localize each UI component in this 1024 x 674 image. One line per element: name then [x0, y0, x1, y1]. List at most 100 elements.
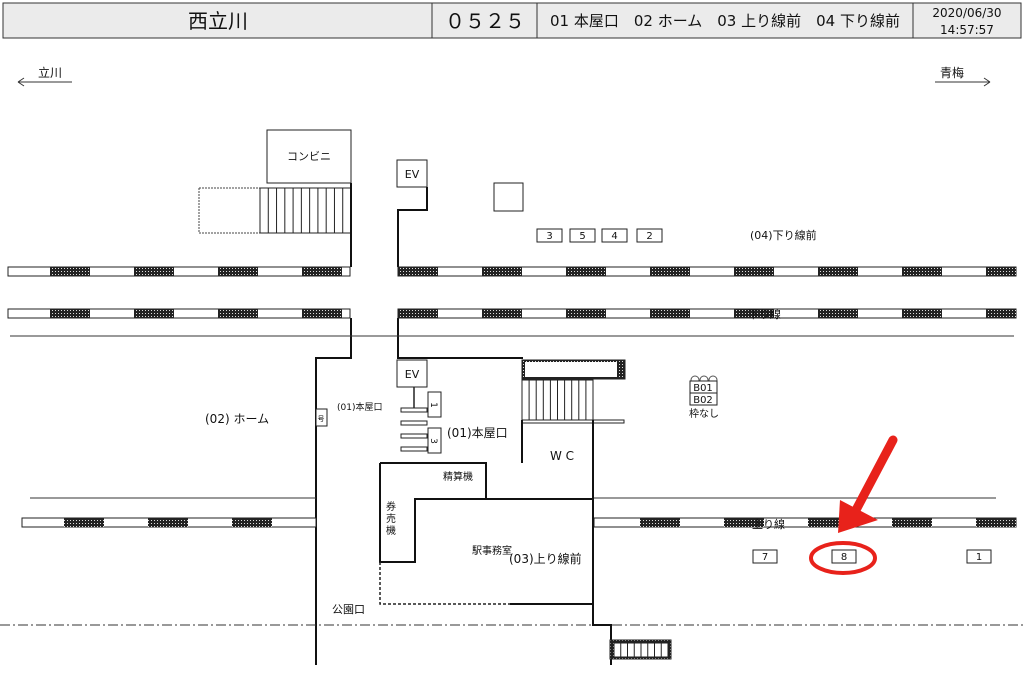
- tactile-paving: [986, 309, 1016, 318]
- main-entrance-small-label: (01)本屋口: [337, 401, 382, 413]
- tactile-paving: [976, 518, 1016, 527]
- ticket-machine-label: 売: [386, 512, 396, 525]
- highlight-circle: [809, 541, 877, 575]
- arrow-left-icon: [17, 77, 72, 87]
- tactile-paving: [818, 267, 858, 276]
- wc-label: W C: [550, 449, 574, 463]
- bike-marker-label: B01: [693, 383, 713, 394]
- gate-marker-label: 3: [428, 438, 438, 444]
- main-entrance-label: (01)本屋口: [447, 426, 508, 440]
- marker: [636, 228, 663, 243]
- markers-bottom: 7 8 1: [752, 549, 992, 564]
- tactile-paving: [566, 309, 606, 318]
- direction-left-label: 立川: [38, 65, 62, 80]
- marker-label: 3: [546, 231, 552, 242]
- stairs-middle: [521, 379, 594, 421]
- marker-label: 2: [646, 231, 652, 242]
- park-exit-label: 公園口: [332, 603, 365, 616]
- tactile-paving: [902, 267, 942, 276]
- tactile-paving: [650, 309, 690, 318]
- tactile-paving: [808, 518, 848, 527]
- bike-marker-label: B02: [693, 395, 713, 406]
- direction-left: 立川: [17, 65, 72, 87]
- tactile-paving: [818, 309, 858, 318]
- convenience-store-label: コンビニ: [287, 150, 331, 163]
- tactile-paving: [218, 309, 258, 318]
- tactile-paving: [232, 518, 272, 527]
- ev-top-label: EV: [405, 168, 420, 181]
- up-line-front-label: (03)上り線前: [509, 551, 582, 566]
- office-wall: [379, 462, 593, 563]
- tactile-paving: [148, 518, 188, 527]
- convenience-store: [266, 129, 352, 184]
- tracks: [7, 266, 1017, 528]
- tactile-paving: [986, 267, 1016, 276]
- ticket-machine-label: 機: [386, 524, 396, 537]
- square-marker: [493, 182, 524, 212]
- marker-label: 4: [611, 231, 617, 242]
- station-name: 西立川: [188, 9, 248, 33]
- marker-label: 5: [579, 231, 585, 242]
- marker: [752, 549, 778, 564]
- marker-label: 7: [762, 552, 768, 563]
- down-line-front-label: (04)下り線前: [750, 228, 817, 242]
- markers-top: 3 5 4 2: [536, 228, 663, 243]
- tactile-paving: [50, 267, 90, 276]
- elevator-top: [396, 159, 428, 188]
- tactile-paving: [902, 309, 942, 318]
- marker: [569, 228, 596, 243]
- stairs-bottom: [613, 642, 669, 658]
- tactile-paving: [724, 518, 764, 527]
- stairs-top: [259, 187, 352, 234]
- tactile-paving: [302, 267, 342, 276]
- marker: [831, 549, 857, 564]
- gate-marker: [427, 391, 442, 418]
- time: 14:57:57: [940, 23, 994, 37]
- tactile-paving: [734, 267, 774, 276]
- up-line-label: 上り線: [752, 517, 785, 531]
- tactile-paving: [650, 267, 690, 276]
- no-frame-label: 枠なし: [689, 407, 719, 420]
- tactile-paving: [134, 267, 174, 276]
- small-box-label: 号: [318, 415, 325, 423]
- bike-markers: B01 B02 枠なし: [689, 375, 719, 420]
- tactile-paving: [892, 518, 932, 527]
- marker: [966, 549, 992, 564]
- ticket-gates: 1 3: [400, 391, 442, 454]
- platform-edge: [7, 266, 351, 277]
- tactile-paving: [398, 267, 438, 276]
- station-code: ０５２５: [445, 9, 525, 33]
- platform-edge: [7, 308, 351, 319]
- tactile-paving: [302, 309, 342, 318]
- marker-label: 8: [841, 552, 847, 563]
- elevator-bottom: [396, 359, 428, 388]
- marker-label: 1: [976, 552, 982, 563]
- tactile-paving: [50, 309, 90, 318]
- arrow-right-icon: [935, 77, 991, 87]
- tactile-paving: [734, 309, 774, 318]
- ev-bottom-label: EV: [405, 368, 420, 381]
- direction-right-label: 青梅: [940, 65, 964, 80]
- area-legend: 01 本屋口 02 ホーム 03 上り線前 04 下り線前: [550, 12, 900, 30]
- gate-marker-label: 1: [428, 402, 438, 408]
- tactile-paving: [134, 309, 174, 318]
- station-office-label: 駅事務室: [472, 544, 512, 557]
- tactile-paving: [482, 309, 522, 318]
- down-line-label: 下り線: [748, 307, 781, 321]
- tactile-paving: [566, 267, 606, 276]
- highlight-arrow-icon: [838, 435, 898, 533]
- tactile-paving: [482, 267, 522, 276]
- marker: [536, 228, 563, 243]
- tactile-paving: [640, 518, 680, 527]
- marker: [601, 228, 628, 243]
- fare-adjust-label: 精算機: [443, 470, 473, 483]
- home-label: (02) ホーム: [205, 412, 269, 426]
- header-bar: 西立川 ０５２５ 01 本屋口 02 ホーム 03 上り線前 04 下り線前 2…: [2, 2, 1022, 39]
- direction-right: 青梅: [935, 65, 991, 87]
- small-box: [315, 408, 328, 427]
- date: 2020/06/30: [932, 6, 1001, 20]
- gate-marker: [427, 427, 442, 454]
- tactile-paving: [218, 267, 258, 276]
- tactile-paving: [64, 518, 104, 527]
